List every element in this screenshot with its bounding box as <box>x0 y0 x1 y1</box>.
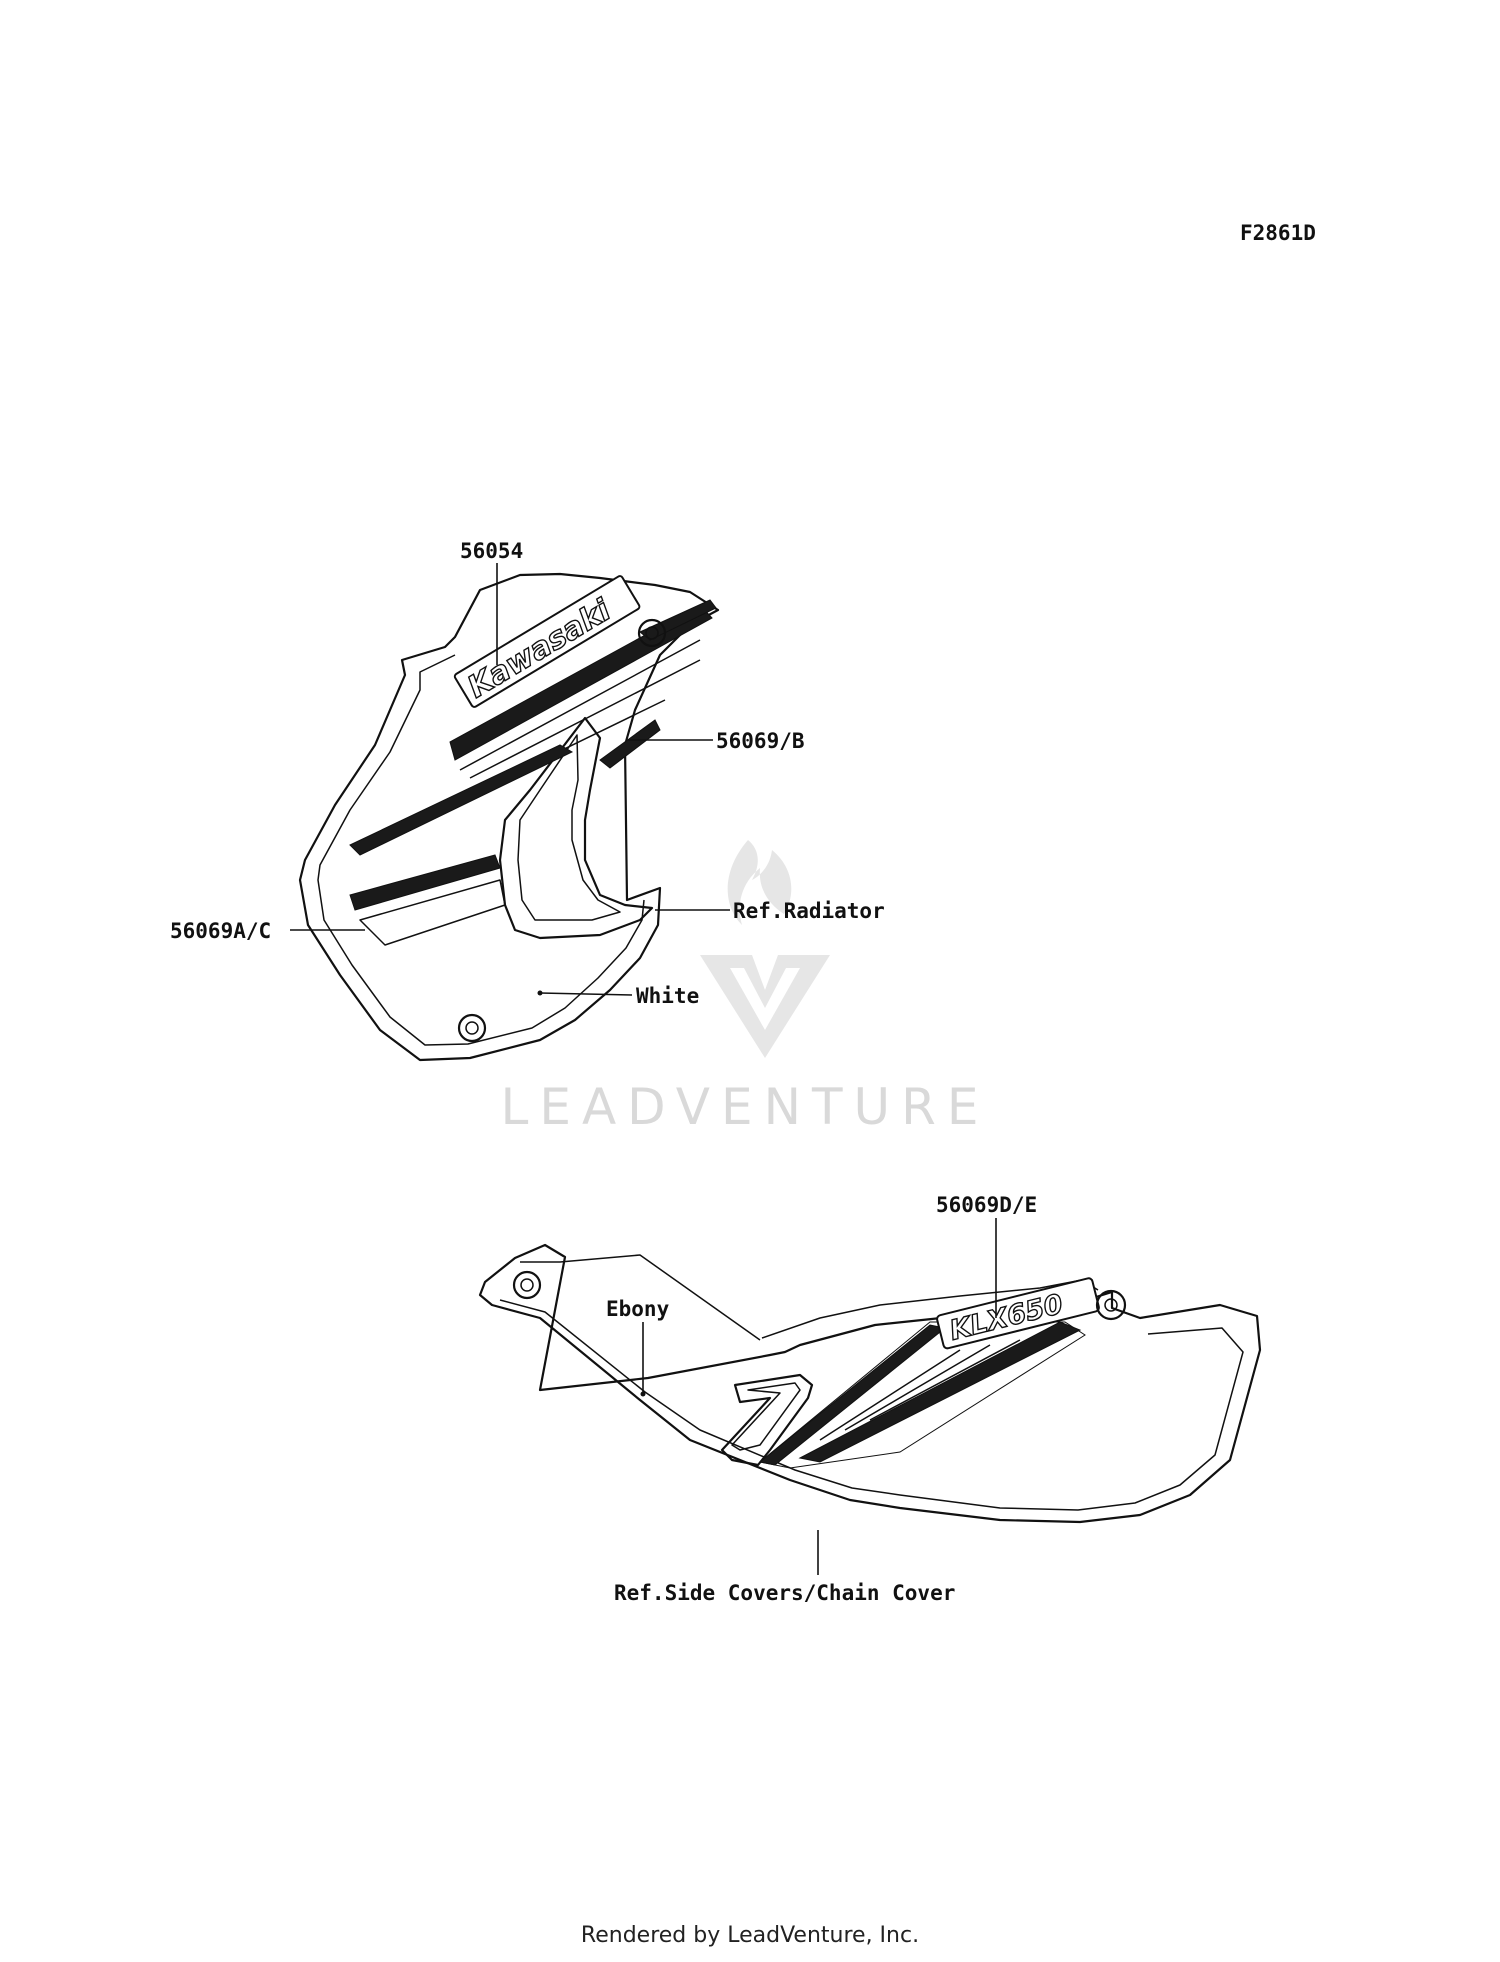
side-cover: KLX650 <box>478 1243 1262 1524</box>
side-cover-mount-hole-left <box>512 1270 542 1300</box>
shroud-window <box>498 716 654 940</box>
callout-56069d-e: 56069D/E <box>936 1193 1037 1217</box>
callout-56069-b: 56069/B <box>716 729 805 753</box>
leader-white <box>539 992 633 996</box>
leader-dot-ebony <box>640 1391 646 1397</box>
shroud-mount-hole-lower <box>457 1013 487 1043</box>
shroud-mount-hole-upper-inner <box>645 626 659 640</box>
callout-white: White <box>636 984 699 1008</box>
shroud-stripe-diagonal-2 <box>599 719 661 769</box>
side-cover-inner-trim <box>499 1299 1244 1511</box>
shroud-window-inner <box>517 734 621 921</box>
leadventure-logo-icon <box>700 840 830 1058</box>
side-cover-stripe-2 <box>798 1321 1082 1463</box>
side-cover-mount-hole-left-inner <box>520 1278 534 1292</box>
figure-code: F2861D <box>1240 221 1316 245</box>
callout-ebony: Ebony <box>606 1297 670 1321</box>
side-cover-outline <box>478 1243 1262 1524</box>
shroud-stripe-lower-band <box>359 879 506 946</box>
side-cover-stripe-fade <box>819 1339 1021 1441</box>
callout-56054: 56054 <box>460 539 523 563</box>
side-cover-graphic-one <box>720 1373 814 1467</box>
footer-credit: Rendered by LeadVenture, Inc. <box>581 1923 919 1948</box>
side-cover-mount-hole-right <box>1095 1289 1127 1321</box>
shroud-stripe-upper-2 <box>639 599 717 641</box>
callout-ref-radiator: Ref.Radiator <box>733 899 885 923</box>
side-cover-graphic-one-inner <box>731 1382 801 1451</box>
shroud-outline <box>298 572 720 1062</box>
shroud-stripe-lower <box>349 854 501 911</box>
shroud-stripe-diagonal <box>349 744 574 856</box>
leadventure-watermark: LEADVENTURE <box>501 840 990 1136</box>
side-cover-mount-hole-right-inner <box>1104 1298 1118 1312</box>
shroud-mount-hole-upper <box>637 618 667 648</box>
kawasaki-logo-text: Kawasaki <box>462 593 618 706</box>
watermark-text: LEADVENTURE <box>501 1078 990 1136</box>
shroud-mount-hole-lower-inner <box>465 1021 479 1035</box>
callout-ref-side-covers: Ref.Side Covers/Chain Cover <box>614 1581 955 1605</box>
side-cover-stripe-main <box>758 1321 1086 1469</box>
shroud-inner-trim <box>317 654 645 1046</box>
callout-56069a-c: 56069A/C <box>170 919 271 943</box>
